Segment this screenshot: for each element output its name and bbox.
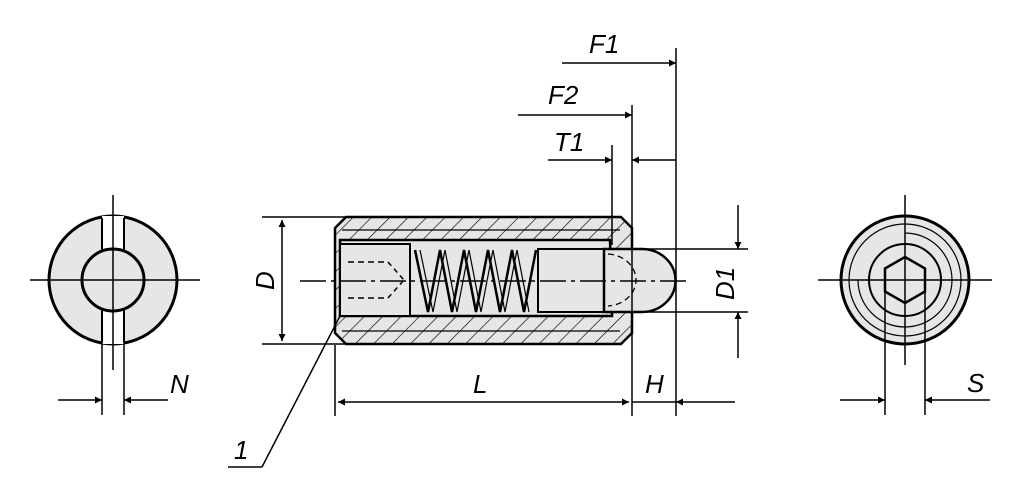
f1-label: F1 bbox=[589, 29, 619, 59]
left-end-view: N bbox=[30, 195, 200, 415]
d-label: D bbox=[250, 271, 280, 290]
h-label: H bbox=[645, 369, 664, 399]
hex-socket-plug bbox=[339, 243, 411, 317]
dimensions: D D1 L H F1 F2 T1 1 bbox=[228, 29, 748, 468]
n-label: N bbox=[170, 369, 189, 399]
t1-label: T1 bbox=[554, 127, 584, 157]
item-1-label: 1 bbox=[234, 435, 248, 465]
section-view bbox=[300, 215, 690, 346]
d1-label: D1 bbox=[710, 267, 740, 300]
s-label: S bbox=[967, 368, 985, 398]
l-label: L bbox=[473, 369, 487, 399]
item-1-leader bbox=[261, 315, 341, 468]
f2-label: F2 bbox=[548, 80, 579, 110]
compression-spring bbox=[413, 249, 538, 313]
right-end-view: S bbox=[818, 195, 992, 415]
